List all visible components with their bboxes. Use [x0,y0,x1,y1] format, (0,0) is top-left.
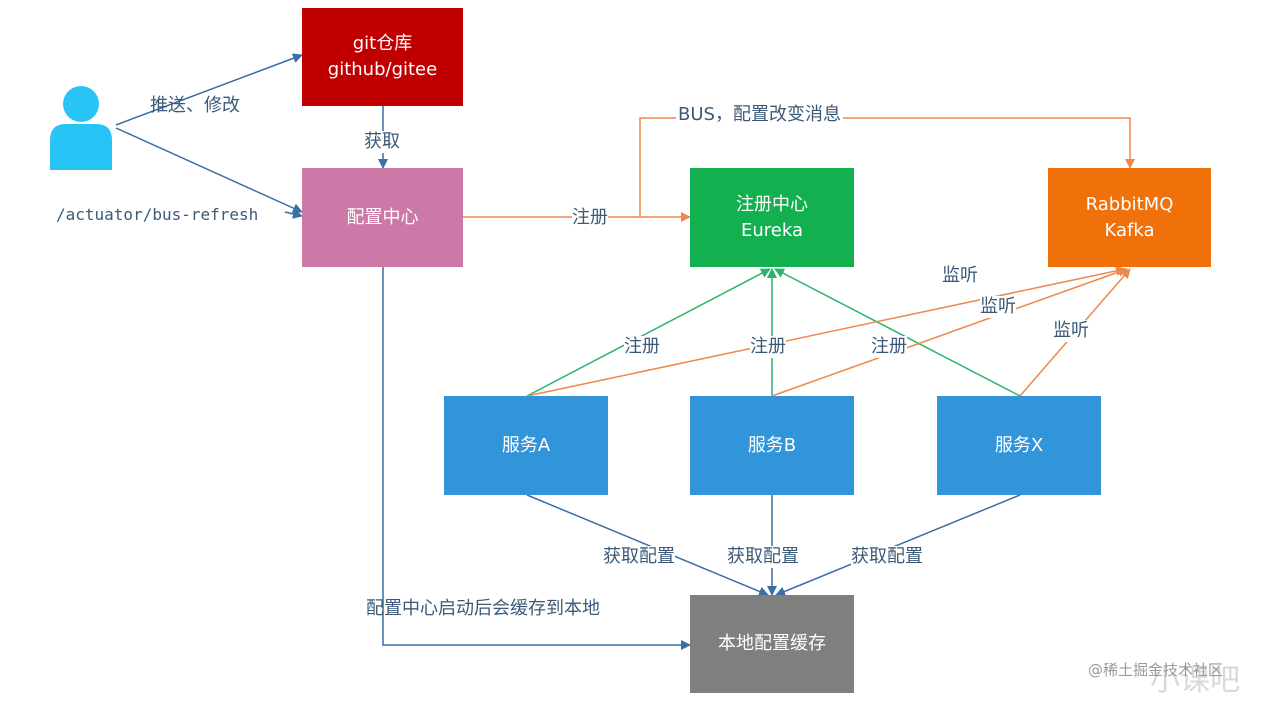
node-registry-label: 注册中心 Eureka [736,193,808,241]
label-register-a: 注册 [624,336,660,358]
edge-service-a-listen [526,265,1126,397]
label-listen-b: 监听 [980,296,1016,318]
label-register-b: 注册 [750,336,786,358]
edge-service-a-register [526,268,771,397]
node-local-cache-label: 本地配置缓存 [718,633,826,654]
node-local-cache[interactable]: 本地配置缓存 [690,595,854,693]
label-register-x: 注册 [871,336,907,358]
user-icon [50,86,112,170]
edge-service-x-register [774,268,1021,397]
edge-refresh-to-config [284,209,303,219]
edge-bus-message [639,117,1135,217]
watermark-text: @稀土掘金技术社区 [1088,661,1224,679]
node-service-b[interactable]: 服务B [690,396,854,495]
user-icon-head [63,86,99,122]
label-fetch-config-a: 获取配置 [603,546,675,568]
label-push-modify: 推送、修改 [150,95,240,116]
node-config-center-label: 配置中心 [346,206,419,228]
label-listen-x: 监听 [1053,320,1089,342]
label-register-center: 注册 [572,207,608,229]
node-mq-label: RabbitMQ Kafka [1085,193,1174,241]
watermark-overlay: 小课吧 [1150,663,1240,698]
label-fetch-config-x: 获取配置 [851,546,923,568]
node-service-b-label: 服务B [747,434,797,456]
edge-service-x-fetch [775,494,1021,597]
node-mq[interactable]: RabbitMQ Kafka [1048,168,1211,267]
edge-user-to-git [115,53,303,126]
node-registry[interactable]: 注册中心 Eureka [690,168,854,267]
user-icon-body [50,124,112,170]
node-service-x[interactable]: 服务X [937,396,1101,495]
label-fetch-config-b: 获取配置 [727,546,799,568]
edge-config-to-cache [382,267,691,650]
edge-service-b-listen [771,267,1128,397]
node-service-a[interactable]: 服务A [444,396,608,495]
label-bus-message: BUS，配置改变消息 [676,104,843,126]
node-config-center[interactable]: 配置中心 [302,168,463,267]
node-service-a-label: 服务A [501,434,551,456]
label-listen-a: 监听 [942,265,978,287]
edge-service-a-fetch [526,494,769,597]
label-fetch: 获取 [364,131,400,153]
node-git-repo[interactable]: git仓库 github/gitee [302,8,463,106]
node-service-x-label: 服务X [994,434,1044,456]
node-git-repo-label: git仓库 github/gitee [327,33,438,80]
edge-user-to-config [115,127,303,213]
label-cache-on-start: 配置中心启动后会缓存到本地 [366,598,600,619]
label-refresh-endpoint: /actuator/bus-refresh [56,205,259,224]
